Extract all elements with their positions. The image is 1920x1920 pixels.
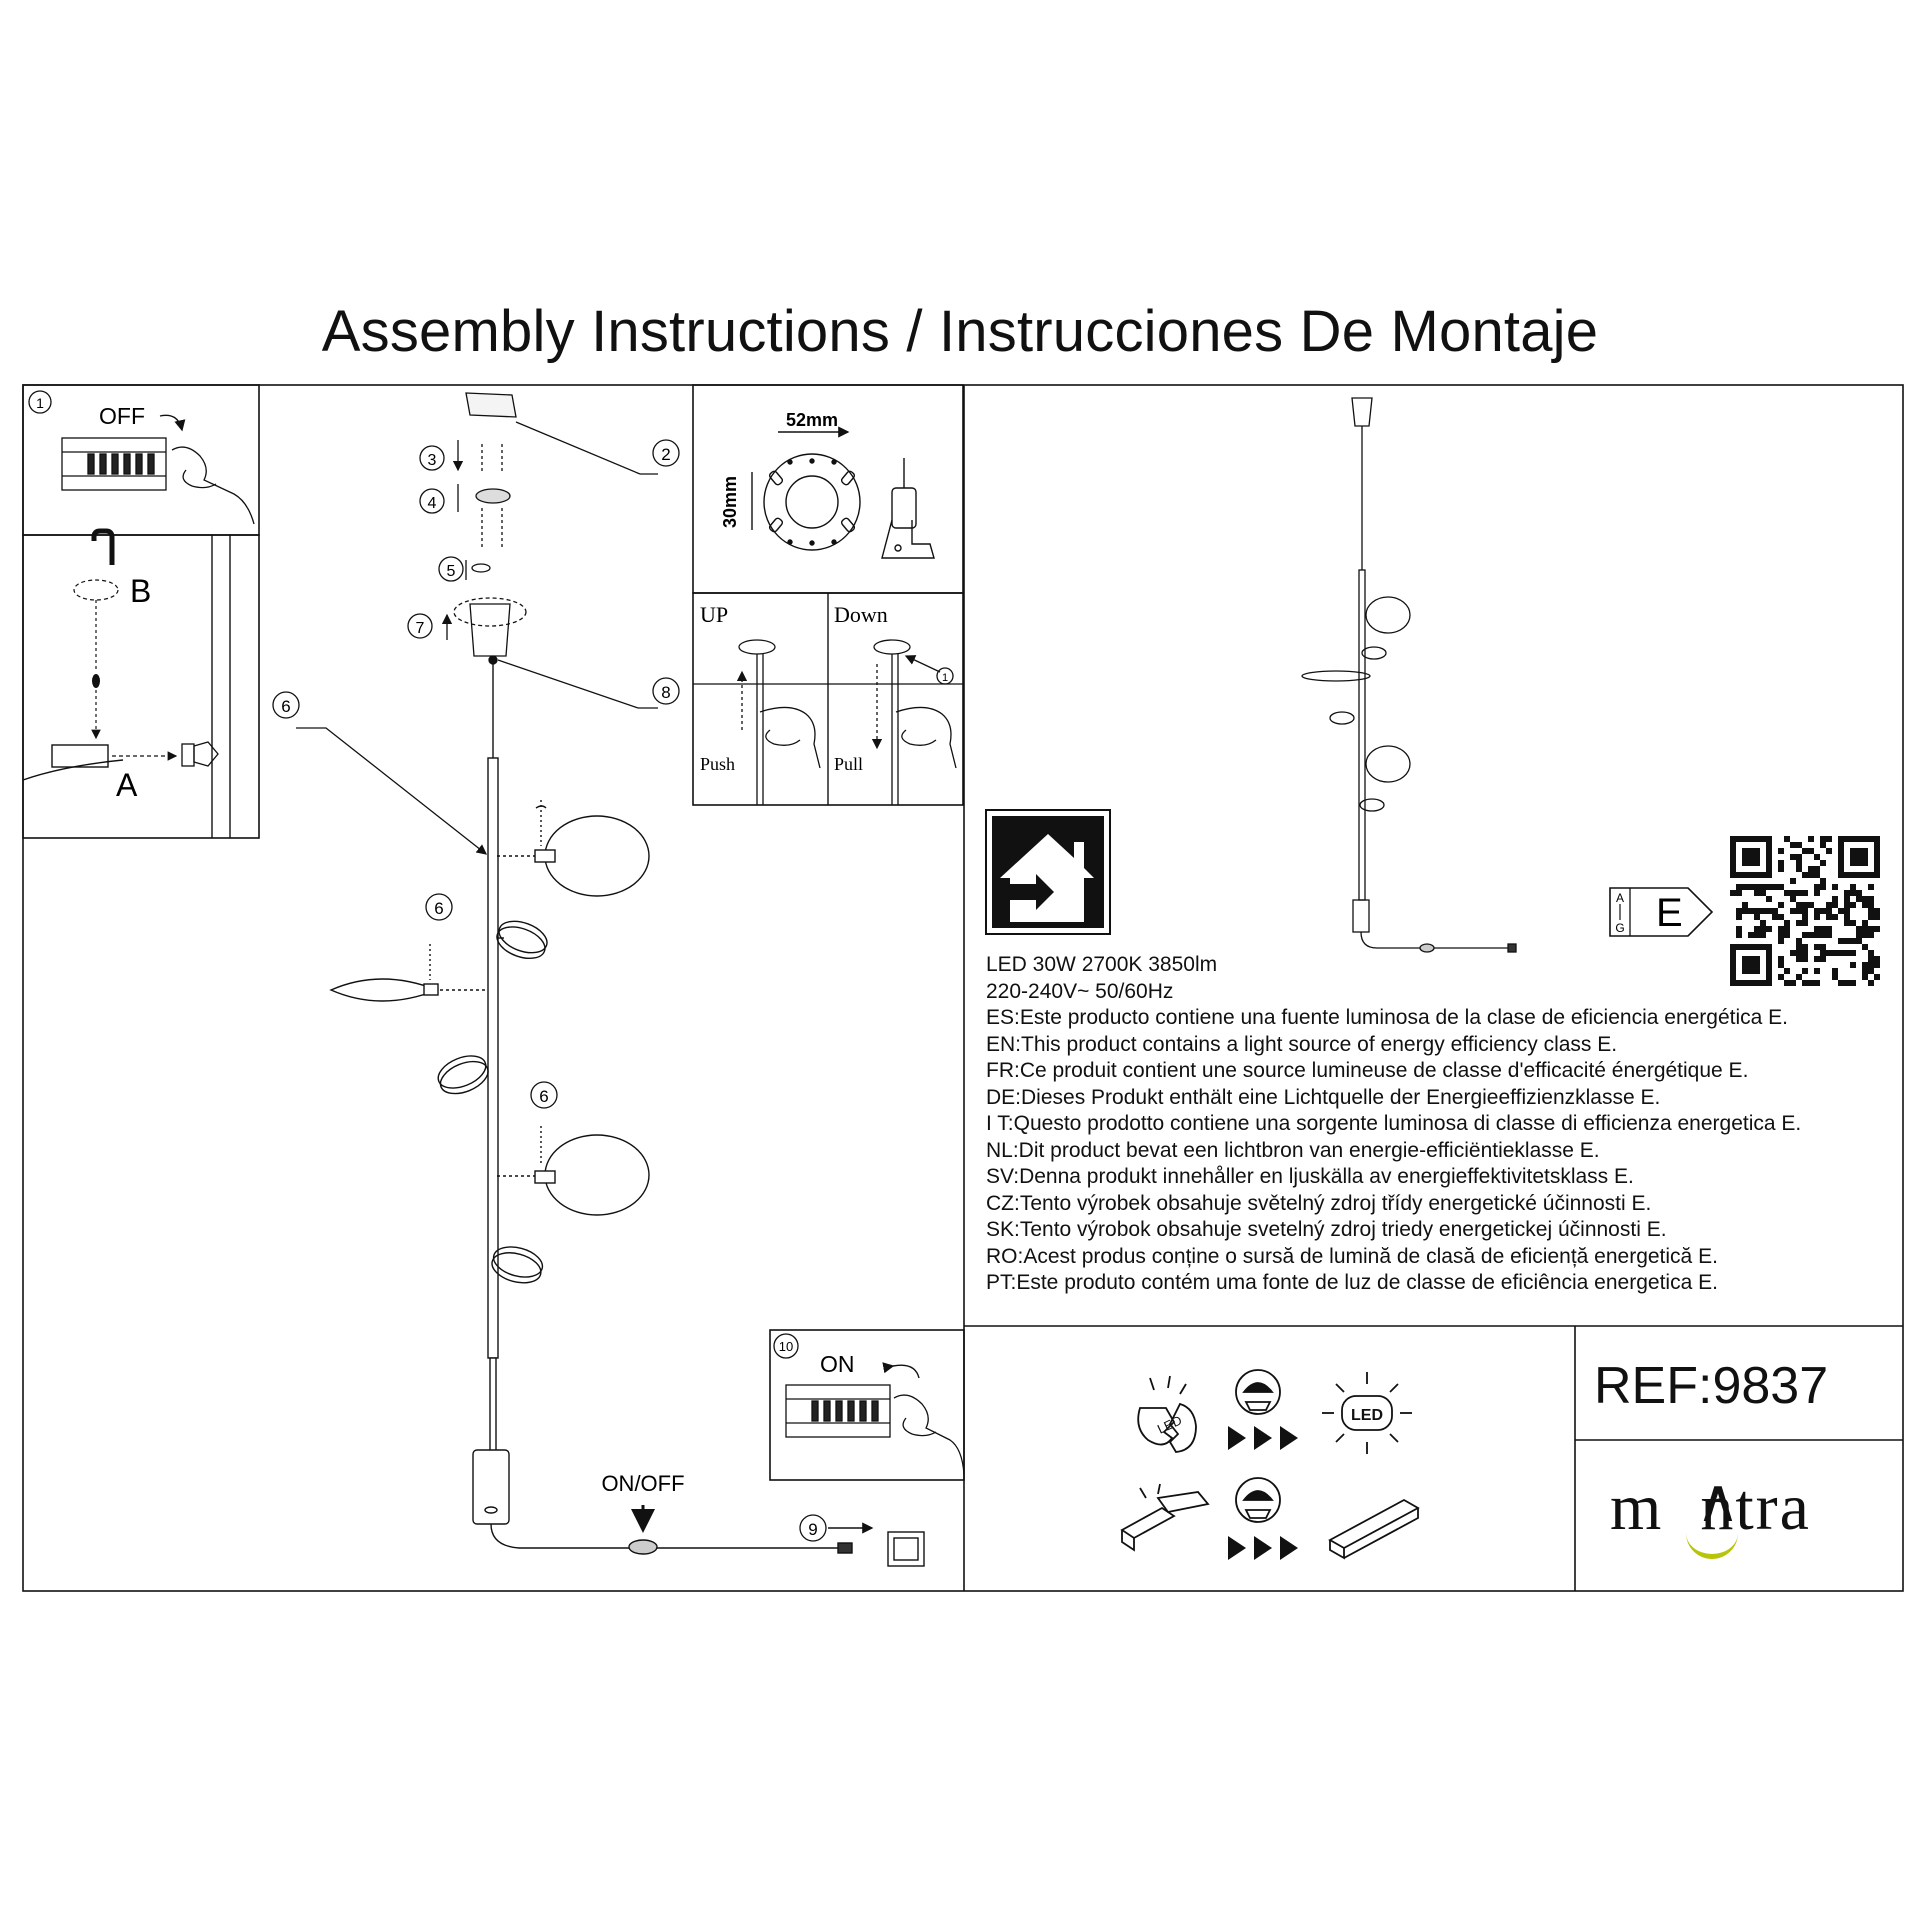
broken-driver-icon [1120,1483,1210,1552]
led-icon [1322,1372,1412,1454]
on-off-label: ON/OFF [601,1471,684,1496]
scale-bottom: G [1615,921,1624,935]
spec-line: DE:Dieses Produkt enthält eine Lichtquel… [986,1086,1661,1109]
spec-line: 220-240V~ 50/60Hz [986,980,1174,1003]
mount-plate-panel: 52mm 30mm [720,410,935,559]
worker-icon [1235,1369,1281,1415]
energy-label-icon [985,809,1111,935]
up-down-panel: UP Down Push Pull 1 [693,593,963,805]
off-label: OFF [99,403,145,429]
scale-top: A [1616,891,1624,905]
spec-line: I T:Questo prodotto contiene una sorgent… [986,1112,1802,1135]
spec-line: ES:Este producto contiene una fuente lum… [986,1006,1789,1029]
width-dimension: 52mm [786,410,838,430]
spec-line: SV:Denna produkt innehåller en ljuskälla… [986,1165,1634,1188]
step-number: 9 [808,1520,817,1539]
hand-icon [893,1394,965,1475]
spec-line: FR:Ce produit contient une source lumine… [986,1059,1749,1082]
hand-icon [171,446,255,525]
recycle-icons: LED LED [1120,1369,1420,1560]
reference-number: REF:9837 [1594,1357,1829,1415]
lamp-drawing [329,664,925,1567]
step-number: 5 [447,563,456,580]
on-label: ON [820,1351,855,1377]
spec-line: NL:Dit product bevat een lichtbron van e… [986,1139,1600,1162]
brand-logo: m ntra ∧ [1610,1466,1811,1559]
down-label: Down [834,602,888,627]
callout-one: 1 [942,672,948,684]
step-number: 1 [36,395,44,411]
led-text: LED [1155,1412,1184,1436]
spec-line: PT:Este produto contém uma fonte de luz … [986,1271,1718,1294]
height-dimension: 30mm [720,476,740,528]
led-label: LED [1351,1407,1383,1424]
step-number: 6 [434,899,443,918]
page-title: Assembly Instructions / Instrucciones De… [321,299,1599,364]
logo-caret-icon: ∧ [1696,1466,1742,1536]
step-number: 3 [428,452,437,469]
drill-icon [881,458,935,559]
worker-icon [1235,1477,1281,1523]
logo-smile-icon [1686,1530,1738,1559]
spec-line: EN:This product contains a light source … [986,1033,1618,1056]
step-number: 6 [539,1087,548,1106]
step-number: 7 [416,620,425,637]
step-1-panel: 1 OFF [28,390,255,525]
ceiling-hardware [441,392,658,709]
hook-detail-panel: B A [22,528,231,838]
energy-class-badge: A G E [1609,887,1714,937]
spec-line: RO:Acest produs conține o sursă de lumin… [986,1245,1718,1268]
spec-line: SK:Tento výrobok obsahuje svetelný zdroj… [986,1218,1667,1241]
spec-line: LED 30W 2700K 3850lm [986,953,1218,976]
energy-class: E [1656,891,1683,935]
qr-code [1730,836,1880,986]
arrows-icon [1228,1536,1298,1560]
step-number: 8 [661,683,670,702]
arrows-icon [1228,1426,1298,1450]
step-number: 10 [779,1339,793,1354]
push-label: Push [700,754,735,774]
breaker-icon [785,1384,891,1438]
step-number: 4 [428,495,437,512]
driver-icon [1328,1498,1420,1560]
pull-label: Pull [834,754,863,774]
up-label: UP [700,602,728,627]
broken-led-icon [1137,1375,1197,1453]
step-10-panel: 10 ON [773,1333,965,1475]
step-number: 2 [661,445,670,464]
step-labels-hardware: 3 4 5 7 2 8 6 6 6 9 [272,439,827,1542]
spec-line: CZ:Tento výrobek obsahuje světelný zdroj… [986,1192,1652,1215]
label-a: A [116,767,138,803]
label-b: B [130,573,151,609]
step-number: 6 [281,697,290,716]
lamp-overview [1301,397,1517,953]
breaker-icon [61,437,167,491]
